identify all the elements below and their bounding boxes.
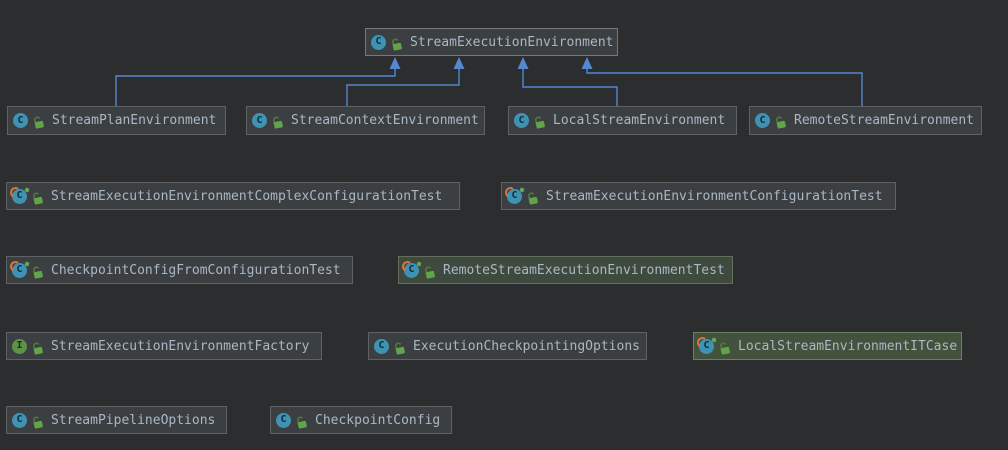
lock-icon xyxy=(30,188,44,205)
class-node-label: StreamExecutionEnvironmentFactory xyxy=(51,338,310,354)
class-node-LocalStreamEnvironment[interactable]: C LocalStreamEnvironment xyxy=(508,106,737,135)
class-icon: C xyxy=(374,338,389,354)
class-node-label: RemoteStreamEnvironment xyxy=(794,113,975,128)
lock-icon xyxy=(773,113,787,129)
interface-icon: I xyxy=(12,338,27,354)
test-class-icon: C xyxy=(8,259,30,278)
icon-letter: C xyxy=(511,190,518,201)
icon-letter: I xyxy=(16,340,23,351)
lock-icon xyxy=(31,113,45,129)
lock-icon xyxy=(392,338,406,355)
icon-letter: C xyxy=(375,36,382,47)
class-node-label: ExecutionCheckpointingOptions xyxy=(413,338,640,354)
lock-icon xyxy=(717,338,731,355)
class-node-RemoteStreamExecutionEnvironmentTest[interactable]: C RemoteStreamExecutionEnvironmentTest xyxy=(398,256,733,284)
class-icon: C xyxy=(514,113,529,128)
class-node-label: RemoteStreamExecutionEnvironmentTest xyxy=(443,262,725,278)
class-node-label: StreamExecutionEnvironmentComplexConfigu… xyxy=(51,188,443,204)
lock-icon xyxy=(270,113,284,129)
class-icon: C xyxy=(276,412,291,428)
icon-letter: C xyxy=(16,414,23,425)
class-icon: C xyxy=(371,34,386,50)
icon-letter: C xyxy=(408,264,415,275)
test-class-icon: C xyxy=(503,185,525,204)
inheritance-edge-LocalStreamEnvironment xyxy=(522,69,618,106)
inheritance-arrowhead xyxy=(581,57,593,69)
class-node-StreamExecutionEnvironmentFactory[interactable]: I StreamExecutionEnvironmentFactory xyxy=(6,332,322,360)
icon-letter: C xyxy=(703,340,710,351)
inheritance-arrowhead xyxy=(517,57,529,69)
lock-icon xyxy=(30,412,44,429)
lock-icon xyxy=(30,262,44,279)
class-node-label: StreamPlanEnvironment xyxy=(52,113,217,128)
class-icon: C xyxy=(252,113,267,128)
class-node-StreamExecutionEnvironmentConfigurationTest[interactable]: C StreamExecutionEnvironmentConfiguratio… xyxy=(501,182,896,210)
lock-icon xyxy=(389,34,403,51)
class-node-label: CheckpointConfig xyxy=(315,412,441,428)
class-node-StreamPlanEnvironment[interactable]: C StreamPlanEnvironment xyxy=(7,106,226,135)
test-class-icon: C xyxy=(400,259,422,278)
inheritance-arrowhead xyxy=(453,57,465,69)
lock-icon xyxy=(422,262,436,279)
class-node-label: LocalStreamEnvironmentITCase xyxy=(738,338,958,354)
lock-icon xyxy=(532,113,546,129)
class-node-CheckpointConfig[interactable]: C CheckpointConfig xyxy=(270,406,452,434)
lock-icon xyxy=(30,338,44,355)
icon-letter: C xyxy=(16,264,23,275)
class-node-label: StreamContextEnvironment xyxy=(291,113,479,128)
inheritance-edge-RemoteStreamEnvironment xyxy=(586,69,863,106)
class-node-label: LocalStreamEnvironment xyxy=(553,113,726,128)
class-node-StreamPipelineOptions[interactable]: C StreamPipelineOptions xyxy=(6,406,227,434)
inheritance-edge-StreamContextEnvironment xyxy=(346,69,460,106)
test-class-icon: C xyxy=(8,185,30,204)
class-node-label: StreamExecutionEnvironment xyxy=(410,34,614,50)
class-icon: C xyxy=(755,113,770,128)
test-class-icon: C xyxy=(695,335,717,354)
icon-letter: C xyxy=(17,114,24,126)
class-node-StreamContextEnvironment[interactable]: C StreamContextEnvironment xyxy=(246,106,485,135)
class-node-label: StreamExecutionEnvironmentConfigurationT… xyxy=(546,188,883,204)
icon-letter: C xyxy=(518,114,525,126)
inheritance-edge-StreamPlanEnvironment xyxy=(115,69,396,106)
icon-letter: C xyxy=(378,340,385,351)
inheritance-arrowhead xyxy=(389,57,401,69)
class-node-StreamExecutionEnvironmentComplexConfigurationTest[interactable]: C StreamExecutionEnvironmentComplexConfi… xyxy=(6,182,460,210)
class-icon: C xyxy=(13,113,28,128)
class-node-CheckpointConfigFromConfigurationTest[interactable]: C CheckpointConfigFromConfigurationTest xyxy=(6,256,353,284)
icon-letter: C xyxy=(256,114,263,126)
icon-letter: C xyxy=(16,190,23,201)
lock-icon xyxy=(294,412,308,429)
class-node-label: CheckpointConfigFromConfigurationTest xyxy=(51,262,341,278)
class-node-ExecutionCheckpointingOptions[interactable]: C ExecutionCheckpointingOptions xyxy=(368,332,647,360)
class-node-StreamExecutionEnvironment[interactable]: C StreamExecutionEnvironment xyxy=(365,28,618,56)
class-node-LocalStreamEnvironmentITCase[interactable]: C LocalStreamEnvironmentITCase xyxy=(693,332,962,360)
class-node-label: StreamPipelineOptions xyxy=(51,412,216,428)
icon-letter: C xyxy=(759,114,766,126)
icon-letter: C xyxy=(280,414,287,425)
lock-icon xyxy=(525,188,539,205)
class-icon: C xyxy=(12,412,27,428)
class-node-RemoteStreamEnvironment[interactable]: C RemoteStreamEnvironment xyxy=(749,106,982,135)
